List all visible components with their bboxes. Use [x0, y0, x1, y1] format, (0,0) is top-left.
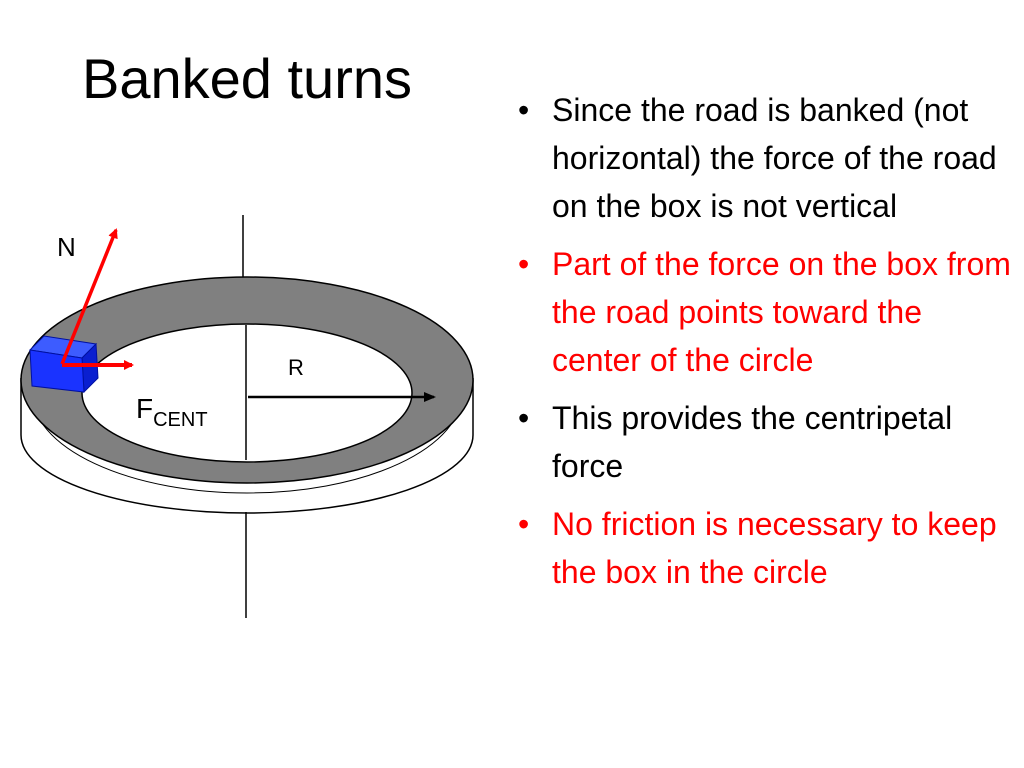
radius-label: R [288, 355, 304, 380]
bullet-marker: • [518, 92, 530, 128]
bullet-item: • Since the road is banked (not horizont… [512, 86, 1017, 230]
bullet-list: • Since the road is banked (not horizont… [512, 86, 1017, 606]
normal-label: N [57, 232, 76, 262]
bullet-item: • Part of the force on the box from the … [512, 240, 1017, 384]
box [28, 335, 99, 394]
centripetal-label-main: F [136, 393, 153, 424]
slide-title: Banked turns [82, 47, 412, 110]
bullet-item: • This provides the centripetal force [512, 394, 1017, 490]
bullet-text: No friction is necessary to keep the box… [552, 506, 997, 590]
centripetal-label: FCENT [136, 393, 208, 431]
bullet-item: • No friction is necessary to keep the b… [512, 500, 1017, 596]
bullet-marker: • [518, 400, 530, 436]
road-rim [31, 392, 463, 494]
bullet-marker: • [518, 246, 530, 282]
bullet-text: This provides the centripetal force [552, 400, 953, 484]
bullet-text: Part of the force on the box from the ro… [552, 246, 1011, 378]
bullet-marker: • [518, 506, 530, 542]
normal-force-arrow [60, 228, 118, 365]
bullet-text: Since the road is banked (not horizontal… [552, 92, 997, 224]
road-inner-hole [81, 323, 413, 463]
centripetal-label-sub: CENT [153, 409, 207, 431]
